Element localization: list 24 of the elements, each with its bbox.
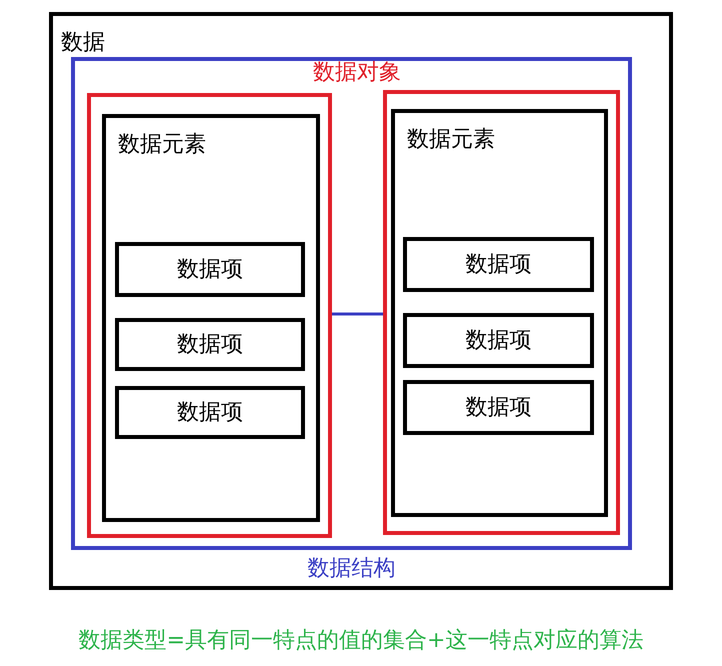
element-box [102,114,320,522]
connector-line [332,312,383,316]
item-box [115,386,305,439]
item-box [115,318,305,371]
item-label: 数据项 [464,252,532,278]
item-box [403,237,594,292]
caption: 数据类型=具有同一特点的值的集合+这一特点对应的算法 [78,628,644,654]
item-label: 数据项 [176,400,244,426]
frame-box [383,90,620,535]
frame-box [87,93,332,538]
item-box [115,242,305,297]
item-label: 数据项 [464,394,532,420]
box-title: 数据 [61,30,105,56]
object-label: 数据对象 [312,60,402,86]
box-title: 数据结构 [306,556,396,582]
item-box [403,313,594,368]
item-label: 数据项 [464,328,532,354]
frame-box [49,12,673,590]
item-box [403,380,594,435]
element-box [391,109,608,517]
box-title: 数据元素 [118,132,206,158]
item-label: 数据项 [176,332,244,358]
item-label: 数据项 [176,256,244,282]
box-title: 数据元素 [407,127,495,153]
